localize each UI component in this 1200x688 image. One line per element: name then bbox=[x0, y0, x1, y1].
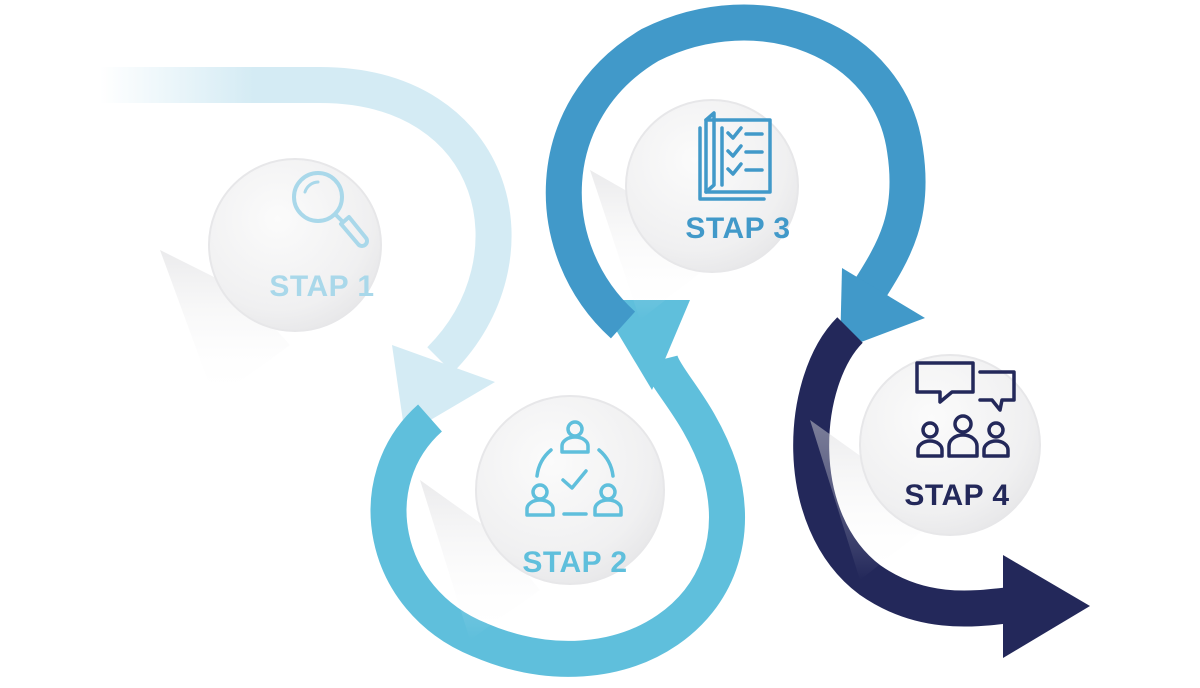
step-2-circle bbox=[475, 395, 665, 585]
step-1-circle bbox=[208, 158, 382, 332]
group-discussion-icon bbox=[915, 361, 1016, 458]
step-4: STAP 4 bbox=[859, 354, 1041, 536]
team-network-icon bbox=[525, 420, 623, 517]
step-2: STAP 2 bbox=[475, 395, 665, 585]
step-4-label: STAP 4 bbox=[904, 479, 1009, 512]
magnifier-icon bbox=[292, 171, 369, 248]
step-1: STAP 1 bbox=[208, 158, 382, 332]
step-3-label: STAP 3 bbox=[685, 212, 790, 245]
checklist-icon bbox=[698, 111, 772, 201]
arrow-step3 bbox=[545, 4, 926, 350]
step-3: STAP 3 bbox=[625, 99, 799, 273]
step-1-label: STAP 1 bbox=[269, 270, 374, 303]
arrow-step4 bbox=[793, 317, 1090, 658]
step-2-label: STAP 2 bbox=[522, 546, 627, 579]
